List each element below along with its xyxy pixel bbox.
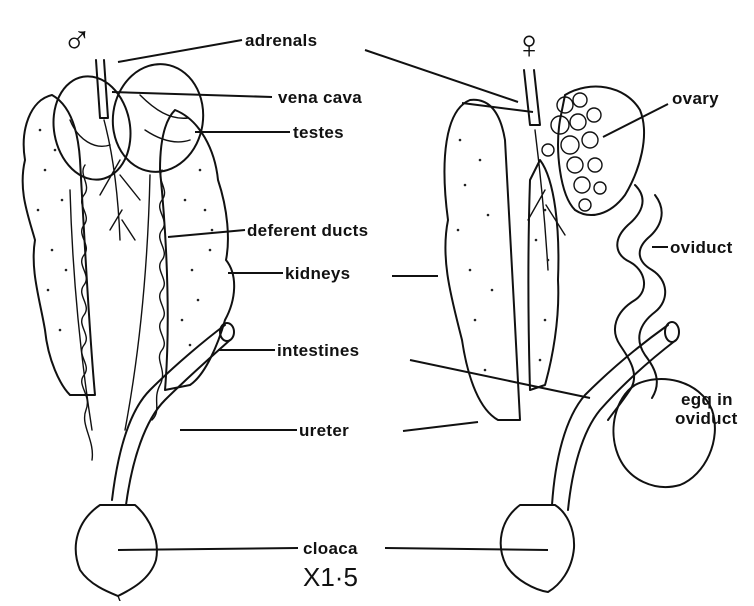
label-testes: testes [293,123,344,142]
label-ureter: ureter [299,421,349,440]
female-specimen [444,70,714,592]
male-symbol: ♂ [62,17,92,61]
label-intestines: intestines [277,341,359,360]
male-specimen [23,58,235,601]
female-kidney-right [529,160,559,390]
label-kidneys: kidneys [285,264,350,283]
label-deferent-ducts: deferent ducts [247,221,368,240]
testis-left [46,70,139,186]
female-symbol: ♀ [514,23,544,67]
female-cloaca [501,505,574,592]
label-vena-cava: vena cava [278,88,362,107]
label-egg-in-oviduct-1: egq in [681,390,733,409]
female-vena-cava [524,70,540,125]
magnification-label: X1·5 [303,562,358,592]
ovary [558,87,644,215]
oviduct [608,185,644,420]
label-ovary: ovary [672,89,719,108]
label-oviduct: oviduct [670,238,733,257]
male-vena-cava [96,60,108,118]
testis-right [106,58,210,177]
label-adrenals: adrenals [245,31,317,50]
ovary-follicles [542,93,606,211]
female-kidney-left [444,100,520,420]
deferent-duct-left [82,165,93,460]
label-cloaca: cloaca [303,539,358,558]
male-intestine [112,325,230,505]
label-egg-in-oviduct-2: oviduct [675,409,738,428]
